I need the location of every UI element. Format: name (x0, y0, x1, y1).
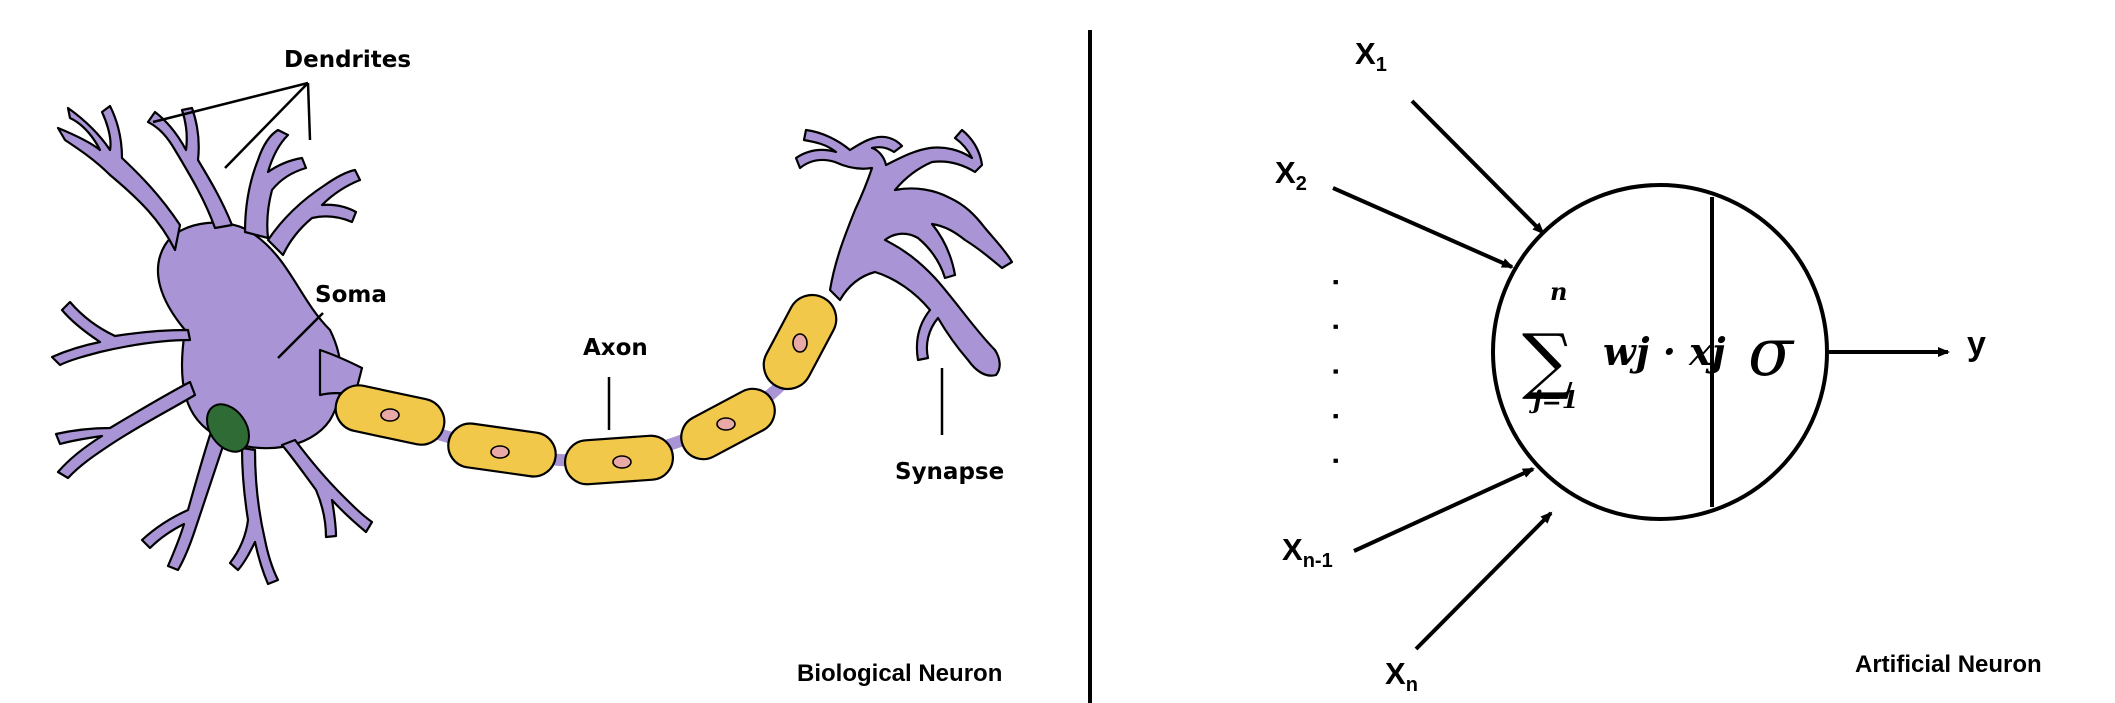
output-label-y: y (1967, 325, 1986, 363)
input-arrow-x2 (1332, 186, 1514, 269)
input-label-x2: X2 (1275, 155, 1307, 195)
nucleus (206, 403, 250, 453)
inputs-ellipsis: . . . . . (1327, 278, 1360, 479)
myelin-nodes (380, 333, 808, 469)
soma-leader-line (277, 312, 324, 359)
soma-dendrite-shape (50, 104, 374, 586)
dendrites-leader-line (224, 82, 309, 169)
activation-sigma: σ (1748, 314, 1795, 391)
input-arrow-xn (1414, 511, 1553, 651)
input-label-xn-1: Xn-1 (1282, 532, 1333, 572)
artificial-neuron: X1 X2 Xn-1 Xn . . . . . ∑ n j=1 wj · xj … (1275, 36, 2042, 696)
summation-lower-limit: j=1 (1529, 385, 1579, 414)
summation-upper-limit: n (1550, 277, 1567, 306)
axon-terminals (794, 128, 1014, 377)
leader-lines (152, 81, 944, 435)
axon-label: Axon (583, 335, 648, 361)
input-label-xn: Xn (1385, 656, 1418, 696)
dendrites-label: Dendrites (284, 47, 411, 73)
summation-symbol: ∑ (1522, 318, 1573, 402)
artificial-neuron-caption: Artificial Neuron (1855, 651, 2042, 678)
dendrites-leader-line (152, 81, 309, 124)
summation-body: wj · xj (1603, 329, 1726, 374)
biological-neuron: Dendrites Soma Axon Synapse Biological N… (50, 47, 1014, 687)
synapse-label: Synapse (895, 459, 1004, 485)
soma-label: Soma (315, 282, 387, 308)
input-label-x1: X1 (1355, 36, 1387, 76)
biological-neuron-caption: Biological Neuron (797, 660, 1002, 687)
dendrites-leader-line (306, 82, 312, 141)
input-arrow-x1 (1410, 99, 1545, 235)
myelin-sheaths (334, 293, 838, 486)
input-arrow-xn-1 (1353, 467, 1535, 553)
